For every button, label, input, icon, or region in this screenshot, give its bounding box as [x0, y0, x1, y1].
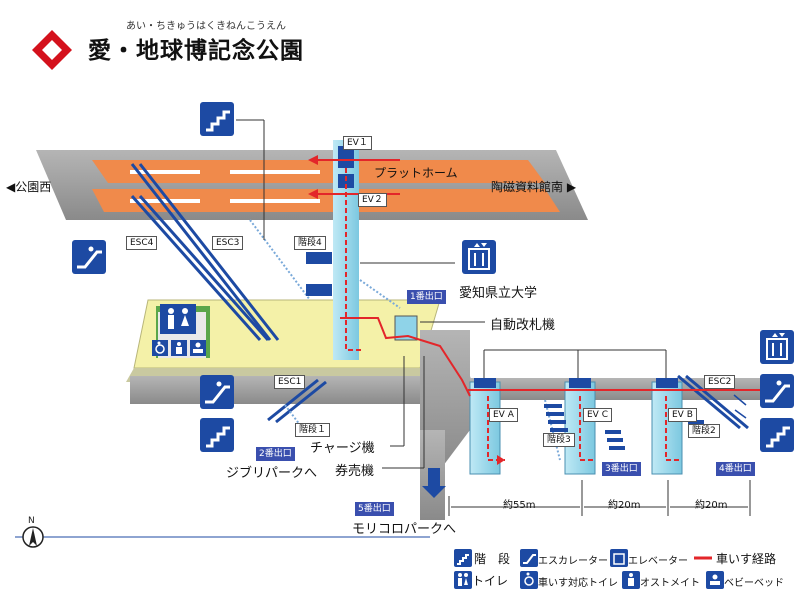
track-lower [92, 189, 560, 212]
legend-toilet-icon [454, 571, 472, 589]
stairs-icon [200, 102, 234, 136]
tag-stairs3: 階段3 [543, 433, 575, 447]
legend-route-line [694, 556, 712, 560]
tag-eva: EV A [489, 408, 518, 422]
tag-esc2: ESC2 [704, 375, 736, 389]
label-university: 愛知県立大学 [459, 286, 538, 301]
legend-ostomate-icon [622, 571, 640, 589]
escalator-lines [130, 163, 749, 430]
legend-elevator-icon [610, 549, 628, 567]
distance-1: 約55m [503, 500, 536, 511]
exit-1: 1番出口 [407, 290, 446, 304]
legend-stairs: 階 段 [474, 552, 511, 566]
label-tickets: 券売機 [335, 464, 375, 479]
compass-north: N [28, 516, 35, 526]
legend-accessible-toilet: 車いす対応トイレ [538, 578, 618, 589]
legend-stairs-icon [454, 549, 472, 567]
tag-evc: EV C [583, 408, 612, 422]
elevator-icon-2 [760, 330, 794, 364]
wheelchair-route [310, 159, 760, 461]
legend-baby-bed-icon [706, 571, 724, 589]
callout-lines [236, 119, 751, 516]
tag-esc1: ESC1 [274, 375, 306, 389]
label-charge: チャージ機 [310, 441, 375, 456]
legend-wheelchair-route: 車いす経路 [716, 552, 777, 566]
legend-escalator-icon [520, 549, 538, 567]
escalator-icon [72, 240, 106, 274]
legend-ostomate: オストメイト [640, 578, 700, 589]
exit5-arrow [422, 468, 446, 498]
platform-label: プラットホーム [374, 166, 458, 180]
distance-3: 約20m [695, 500, 728, 511]
stairs-icon-3 [760, 418, 794, 452]
escalator-icon-3 [760, 374, 794, 408]
ostomate-icon [171, 340, 187, 356]
station-name: 愛・地球博記念公園 [88, 38, 304, 64]
accessible-toilet-icon [152, 340, 168, 356]
tag-esc4: ESC4 [126, 236, 158, 250]
exit-4: 4番出口 [716, 462, 755, 476]
baby-bed-icon [190, 340, 206, 356]
station-logo [32, 30, 72, 70]
legend-accessible-toilet-icon [520, 571, 538, 589]
exit-5: 5番出口 [355, 502, 394, 516]
legend-escalator: エスカレーター [538, 556, 608, 567]
legend-elevator: エレベーター [628, 556, 688, 567]
label-moricoro: モリコロパークへ [352, 522, 457, 537]
compass [15, 526, 430, 548]
tag-evb: EV B [668, 408, 697, 422]
tag-stairs4: 階段4 [294, 236, 326, 250]
elevator-icon [462, 240, 496, 274]
tag-esc3: ESC3 [212, 236, 244, 250]
exit-3: 3番出口 [602, 462, 641, 476]
direction-west: ◀公園西 [6, 180, 52, 194]
gates [394, 315, 418, 341]
distance-2: 約20m [608, 500, 641, 511]
tag-ev2: EV２ [358, 193, 387, 207]
exit-2: 2番出口 [256, 447, 295, 461]
tag-stairs2: 階段2 [688, 424, 720, 438]
tag-stairs1: 階段１ [295, 423, 331, 437]
toilet-icon [160, 304, 196, 334]
station-name-ruby: あい・ちきゅうはくきねんこうえん [126, 21, 286, 32]
label-ghibli: ジブリパークへ [226, 466, 318, 481]
stairs-icon-2 [200, 418, 234, 452]
tag-ev1: EV１ [343, 136, 372, 150]
escalator-icon-2 [200, 375, 234, 409]
direction-east: 陶磁資料館南 ▶ [491, 180, 577, 194]
legend-baby-bed: ベビーベッド [724, 578, 784, 589]
legend-toilet: トイレ [472, 574, 509, 588]
label-gates: 自動改札機 [490, 318, 556, 333]
